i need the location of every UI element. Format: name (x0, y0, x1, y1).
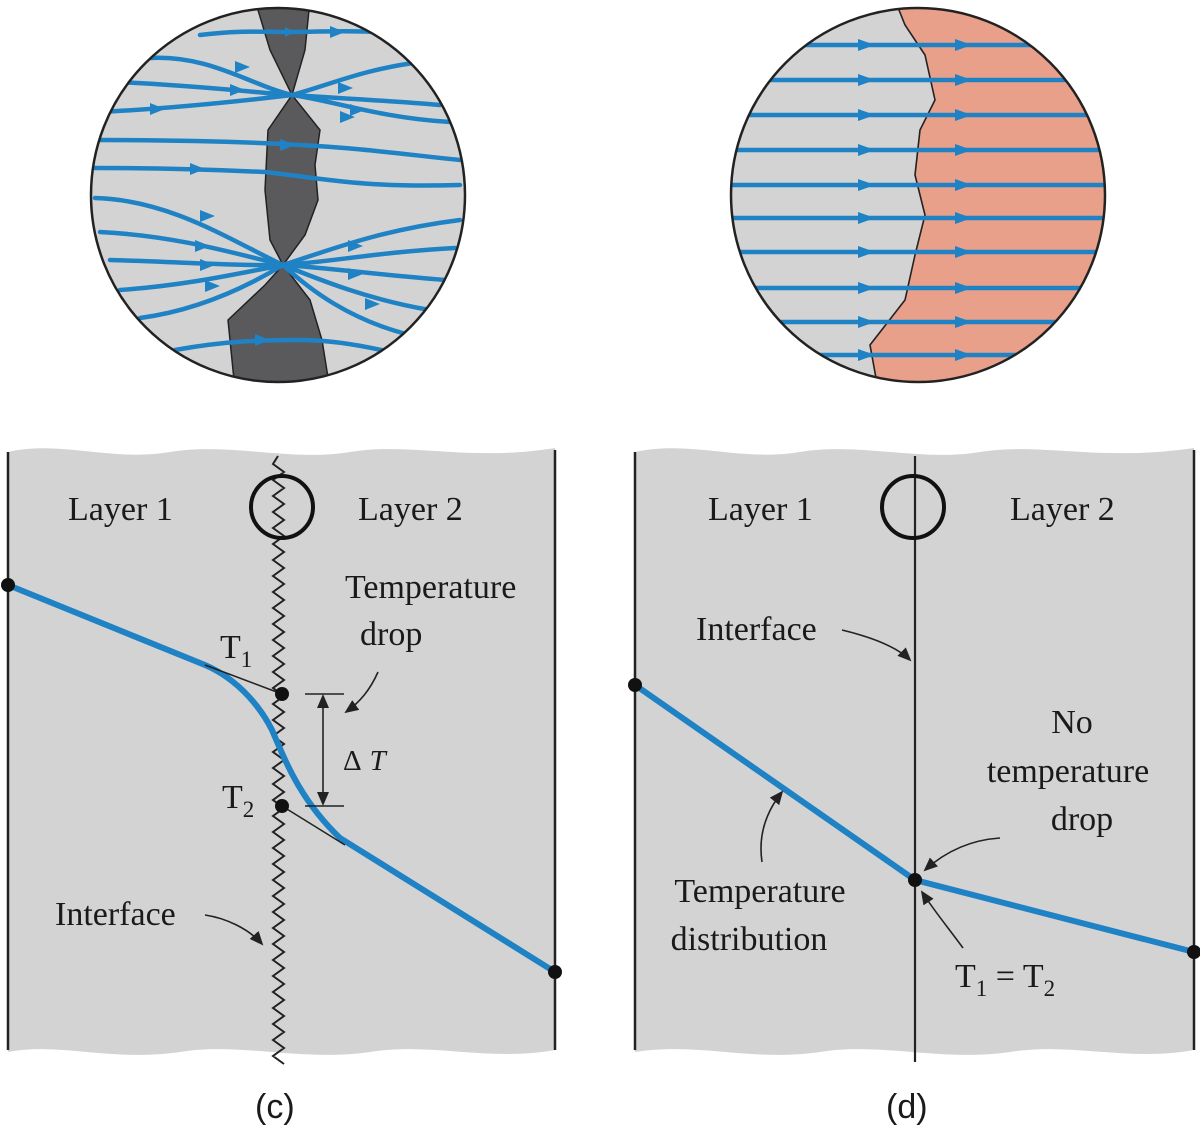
panel-d-interface-arrow (841, 629, 912, 662)
panel-c-temperature-profile (5, 582, 558, 975)
panel-d-equality-label: T1 = T2 (955, 958, 1055, 1001)
panel-c-tangent-upper (204, 664, 283, 695)
panel-c-t2-point (275, 799, 289, 813)
contact-interface-material (227, 8, 331, 382)
straight-heat-flow-lines (731, 42, 1105, 358)
layer2-material (869, 8, 1105, 382)
perfect-contact-magnified-circle (729, 6, 1107, 384)
panel-d-interface-label: Interface (696, 611, 817, 648)
panel-d-temp-dist-line1: Temperature (674, 873, 845, 910)
panel-c-tangent-lower (281, 805, 346, 846)
panel-c-caption: (c) (255, 1088, 295, 1126)
panel-c-left-point (1, 578, 15, 592)
heat-flow-lines (92, 27, 463, 355)
panel-d-distribution-arrow (760, 790, 784, 863)
panel-c-t1-point (275, 687, 289, 701)
panel-c-magnifier-circle (249, 474, 315, 540)
panel-d-caption: (d) (886, 1088, 928, 1126)
panel-d-no-drop-line2: temperature (987, 753, 1149, 790)
panel-d-magnifier-circle (880, 474, 946, 540)
panel-c-interface-arrow (204, 914, 264, 946)
panel-c-temperature-drop-line2: drop (360, 616, 422, 653)
panel-c-temperature-drop-arrow (344, 671, 379, 714)
panel-d-temp-dist-line2: distribution (671, 921, 828, 958)
straight-flow-arrowheads (858, 39, 972, 361)
panel-c-temperature-drop-line1: Temperature (345, 569, 516, 606)
imperfect-contact-magnified-circle (89, 6, 467, 384)
panel-c-layer1-label: Layer 1 (68, 491, 173, 528)
panel-d-layer1-label: Layer 1 (708, 491, 813, 528)
panel-c-delta-bracket (305, 693, 344, 807)
panel-d-right-point (1187, 945, 1200, 959)
panel-c-layer2-label: Layer 2 (358, 491, 463, 528)
panel-d-no-drop-arrow (923, 837, 1001, 872)
panel-d-interface-point (908, 873, 922, 887)
panel-d-no-drop-line3: drop (1051, 801, 1113, 838)
panel-c-interface-label: Interface (55, 896, 176, 933)
panel-d-equality-arrow (920, 890, 964, 949)
panel-c: Layer 1 Layer 2 Temperature drop T1 T2 Δ… (1, 448, 562, 1126)
panel-d: Layer 1 Layer 2 Interface No temperature… (628, 448, 1200, 1126)
panel-d-layer2-label: Layer 2 (1010, 491, 1115, 528)
panel-d-no-drop-line1: No (1051, 704, 1093, 741)
flow-arrowheads (150, 26, 380, 346)
panel-c-right-point (548, 965, 562, 979)
panel-c-t1-label: T1 (220, 629, 252, 672)
panel-d-left-point (628, 678, 642, 692)
panel-c-t2-label: T2 (222, 779, 254, 822)
